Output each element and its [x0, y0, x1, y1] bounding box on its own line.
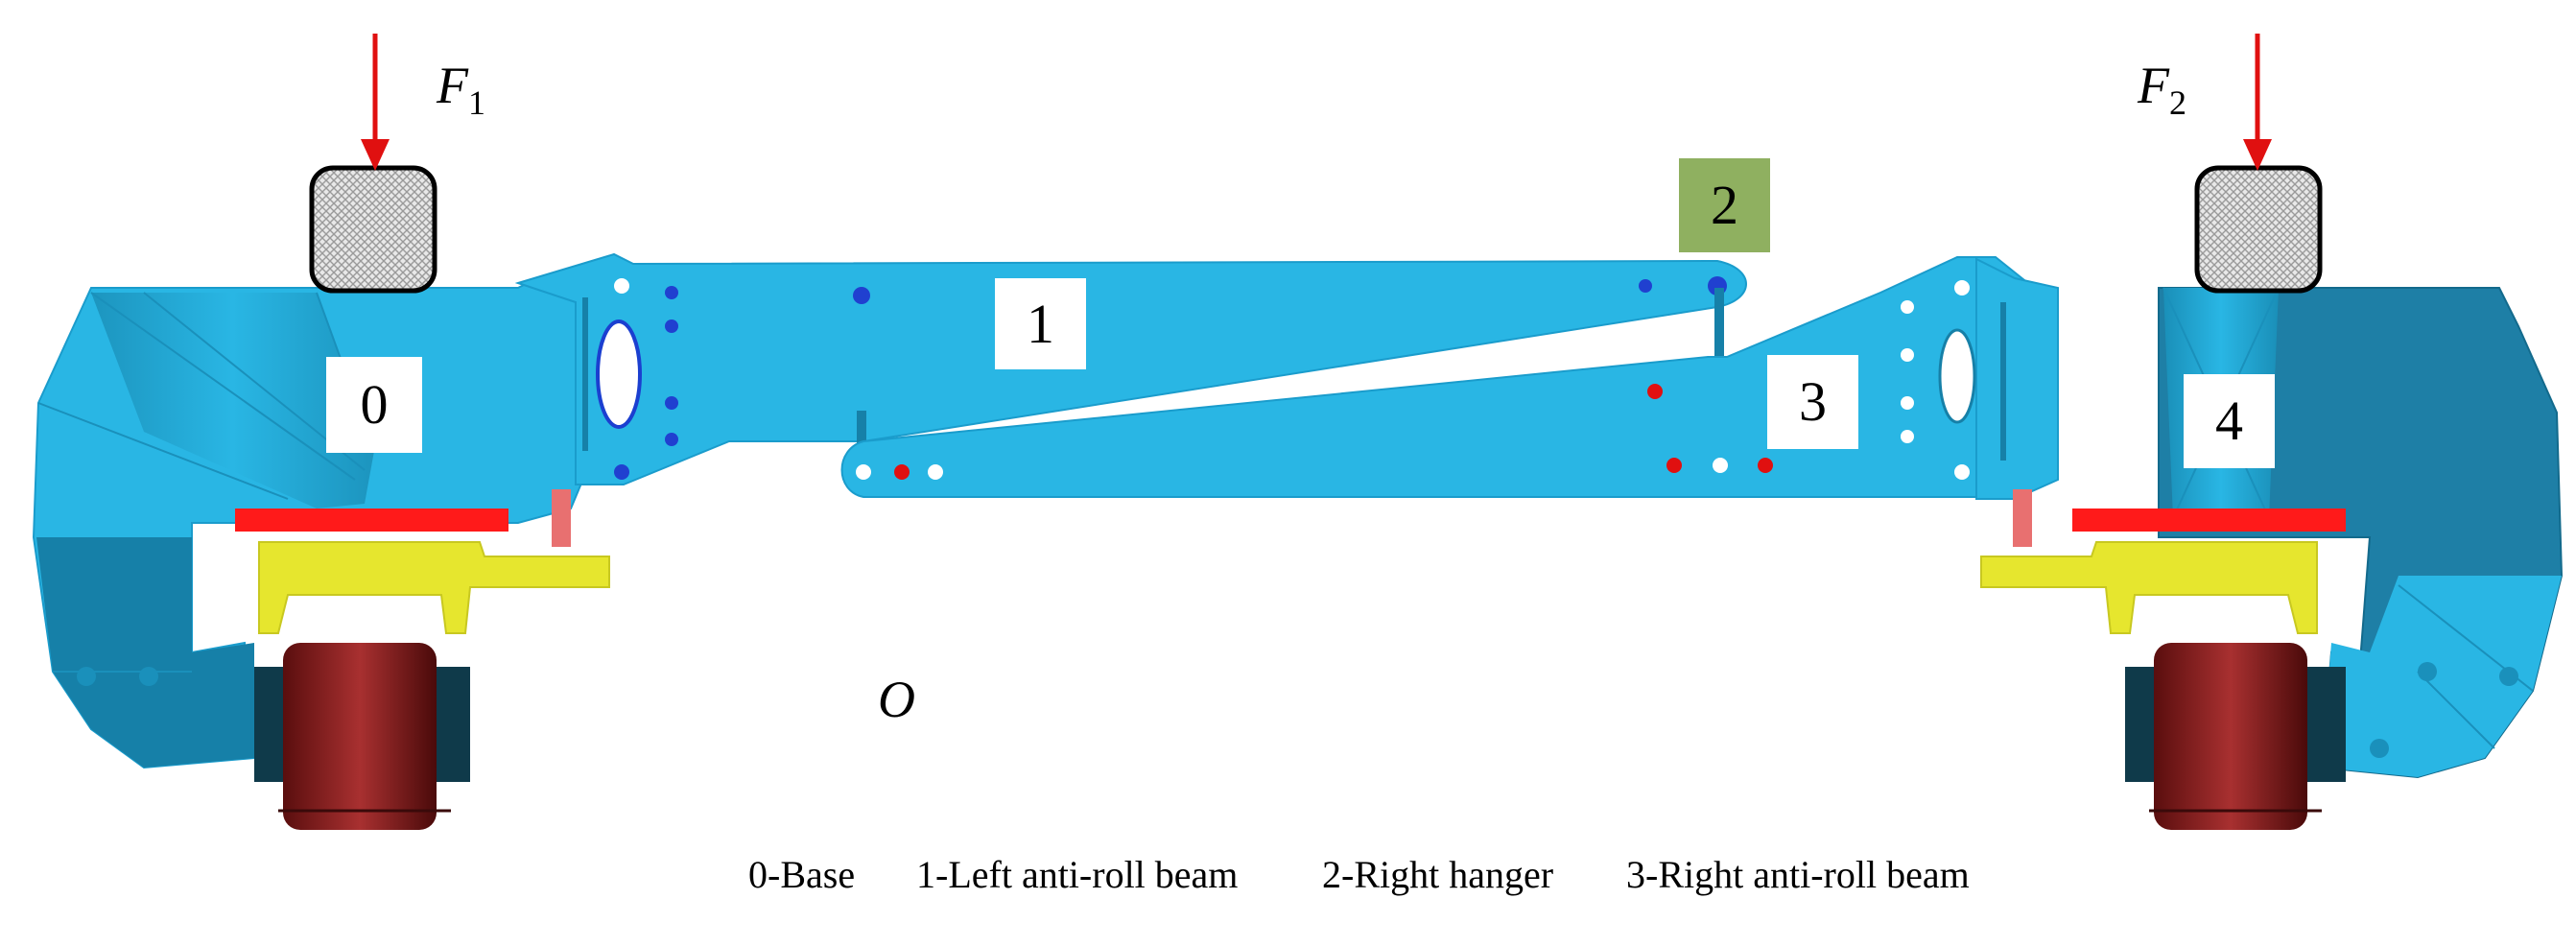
- right-base-light-lower: [2322, 576, 2562, 777]
- caption-item-2: 2-Right hanger: [1322, 853, 1554, 896]
- beam-hole: [1901, 430, 1914, 443]
- right-anti-roll-beam: [840, 256, 2059, 500]
- force-arrow-f1: [361, 34, 390, 171]
- beam-hole: [1758, 458, 1773, 473]
- right-base-bolt: [2418, 662, 2437, 681]
- beam-hole: [1901, 348, 1914, 362]
- right-beam-body: [840, 256, 2059, 498]
- beam-hole: [1639, 279, 1652, 293]
- label-part-2: 2: [1711, 174, 1738, 236]
- force-label-f1: F1: [437, 56, 485, 123]
- caption-item-1: 1-Left anti-roll beam: [916, 853, 1239, 896]
- hanger-link: [1714, 288, 1724, 357]
- left-anti-roll-beam: [514, 252, 1747, 485]
- left-yellow-bracket: [258, 541, 610, 634]
- beam-hole: [856, 464, 871, 480]
- right-hanger: [857, 288, 1724, 449]
- beam-hole: [665, 319, 678, 333]
- hanger-link-left: [857, 411, 866, 449]
- beam-hole: [665, 396, 678, 410]
- force-f1-letter: F: [437, 57, 468, 114]
- force-label-f2: F2: [2138, 56, 2186, 123]
- left-wheel: [254, 643, 470, 830]
- force-f1-subscript: 1: [468, 83, 485, 122]
- beam-hole: [1647, 384, 1663, 399]
- beam-hole: [614, 464, 629, 480]
- right-base-bolt: [2499, 667, 2518, 686]
- label-part-1: 1: [995, 278, 1086, 369]
- right-base-bolt: [2370, 739, 2389, 758]
- beam-hole: [1901, 396, 1914, 410]
- right-yellow-bracket: [1980, 541, 2318, 634]
- beam-hole: [1901, 300, 1914, 314]
- right-wheel-tire: [2154, 643, 2307, 830]
- left-pink-post: [552, 489, 571, 547]
- origin-label: O: [878, 671, 915, 728]
- beam-hole: [1954, 464, 1970, 480]
- hanger-label-bg: [1679, 158, 1770, 252]
- beam-hole: [665, 433, 678, 446]
- right-load-block: [2194, 165, 2323, 294]
- left-base-dark-lower: [36, 537, 254, 768]
- beam-hole: [894, 464, 910, 480]
- beam-hole: [928, 464, 943, 480]
- beam-hole: [1954, 280, 1970, 296]
- label-part-4: 4: [2184, 374, 2275, 468]
- label-part-3: 3: [1767, 355, 1858, 449]
- beam-hole: [853, 287, 870, 304]
- beam-hole: [1713, 458, 1728, 473]
- label-part-0: 0: [326, 357, 422, 453]
- left-base-bolt: [77, 667, 96, 686]
- beam-hole: [1666, 458, 1682, 473]
- left-wheel-tire: [283, 643, 437, 830]
- right-beam-bracket: [1975, 257, 2059, 500]
- right-beam-lens: [1938, 328, 1976, 424]
- right-pink-post: [2013, 489, 2032, 547]
- force-arrow-f2: [2243, 34, 2272, 171]
- left-base-bolt: [139, 667, 158, 686]
- beam-hole: [614, 278, 629, 294]
- force-f2-letter: F: [2138, 57, 2169, 114]
- beam-hole: [665, 286, 678, 299]
- force-f2-subscript: 2: [2169, 83, 2186, 122]
- left-beam-lens: [596, 319, 642, 429]
- left-load-block: [309, 165, 437, 294]
- caption-item-0: 0-Base: [748, 853, 856, 896]
- left-red-pad: [235, 508, 508, 532]
- caption-item-3: 3-Right anti-roll beam: [1626, 853, 1970, 896]
- left-base-cone: [91, 293, 374, 508]
- right-wheel: [2125, 643, 2346, 830]
- right-red-pad: [2072, 508, 2346, 532]
- left-beam-body: [514, 252, 1747, 485]
